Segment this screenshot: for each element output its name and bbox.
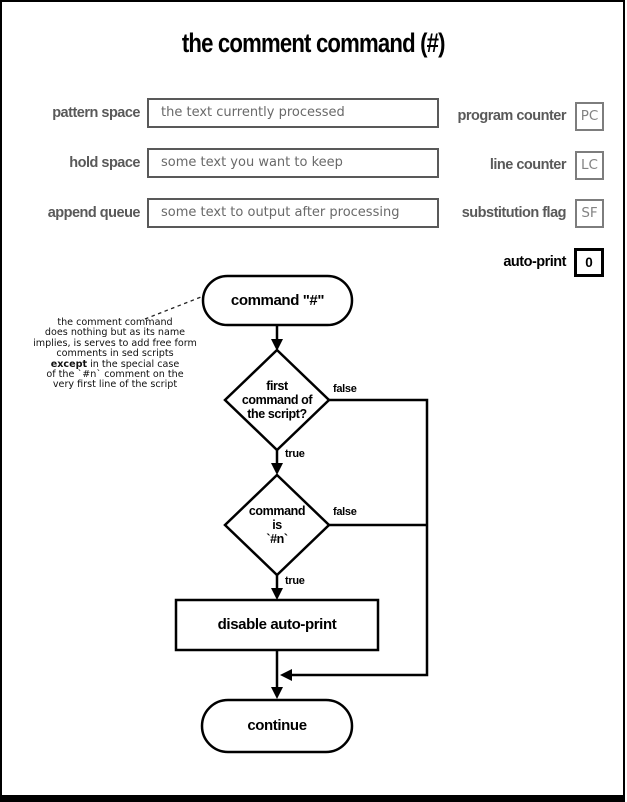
annotation-line: very first line of the script [52,379,178,391]
end-node-label: continue [247,717,307,734]
arrowhead-d2 [271,463,283,475]
true1-branch-label: true [285,448,305,460]
annotation-bold-word: except [50,358,88,370]
hold-space-box: some text you want to keep [147,148,439,178]
arrowhead-d1 [271,339,283,351]
process-node-shape [174,598,380,652]
process-node-label: disable auto-print [217,616,337,633]
decision1-label: first command of the script? [241,379,313,421]
annotation-pointer-line [144,296,202,320]
arrowhead-end [271,687,283,699]
page-title: the comment command (#) [182,28,446,58]
pattern-space-label: pattern space [52,105,140,121]
decision2-label: command is `#n` [248,504,306,546]
arrowhead-process [271,588,283,600]
pattern-space-box: the text currently processed [147,98,439,128]
end-node-shape [200,698,354,754]
annotation-line: the comment command [57,317,173,328]
auto-print-label: auto-print [503,254,566,270]
annotation-text: the comment command does nothing but as … [5,317,225,391]
arrowhead-junction-left [280,669,292,681]
false1-branch-label: false [333,383,357,395]
line-counter-label: line counter [489,157,567,173]
false2-branch-label: false [333,506,357,518]
auto-print-box: 0 [574,248,604,277]
true2-branch-label: true [285,575,305,587]
annotation-line: does nothing but as its name [44,327,186,339]
annotation-line: of the `#n` comment on the [46,369,184,381]
append-queue-label: append queue [47,205,141,221]
program-counter-label: program counter [457,108,566,124]
connector-false-branch [292,398,429,677]
annotation-line: implies, is serves to add free form [33,337,197,349]
start-node-label: command "#" [230,292,325,309]
append-queue-box: some text to output after processing [147,198,439,228]
hold-space-label: hold space [69,155,140,171]
line-counter-box: LC [575,151,604,180]
substitution-flag-label: substitution flag [461,205,567,221]
program-counter-box: PC [575,102,604,131]
annotation-line: comments in sed scripts [56,348,174,360]
substitution-flag-box: SF [575,199,604,228]
annotation-line: except in the special case [50,358,180,370]
